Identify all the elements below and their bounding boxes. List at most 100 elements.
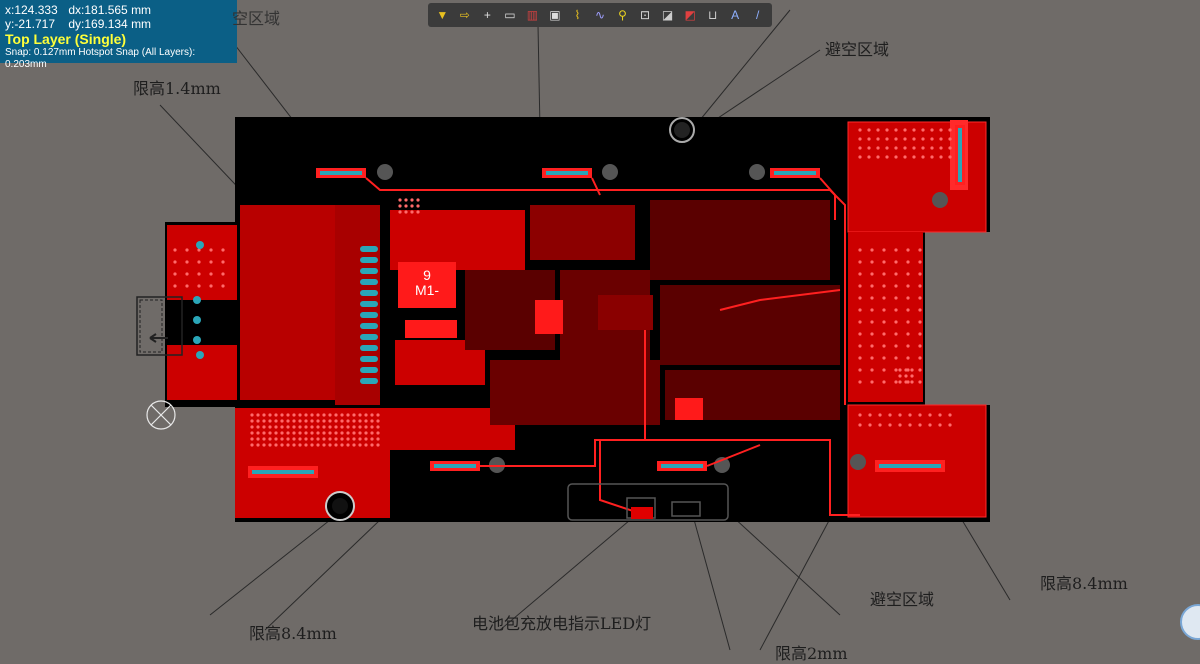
via [410, 198, 414, 202]
via [867, 146, 871, 150]
via [410, 210, 414, 214]
via [948, 128, 952, 132]
via [173, 284, 177, 288]
component-tool-button[interactable]: ▣ [545, 5, 566, 25]
via-tool-button[interactable]: ⊡ [635, 5, 656, 25]
bar-chart-tool-button[interactable]: ▥ [522, 5, 543, 25]
via [292, 419, 296, 423]
via [358, 419, 362, 423]
connector-pin [360, 246, 378, 252]
via [894, 260, 898, 264]
charge-connector [136, 296, 183, 356]
via [948, 137, 952, 141]
crosshair-tool-button[interactable]: + [477, 5, 498, 25]
via [878, 413, 882, 417]
via [328, 413, 332, 417]
via [948, 423, 952, 427]
via [274, 443, 278, 447]
via [304, 431, 308, 435]
via [173, 260, 177, 264]
via [930, 128, 934, 132]
via [316, 425, 320, 429]
via [364, 413, 368, 417]
via [346, 437, 350, 441]
via [404, 198, 408, 202]
via [364, 437, 368, 441]
power-pad [193, 336, 201, 344]
select-rect-tool-button[interactable]: ▭ [500, 5, 521, 25]
via [274, 413, 278, 417]
via [898, 413, 902, 417]
interactive-route-icon: ∿ [594, 8, 606, 22]
via [928, 423, 932, 427]
via [370, 419, 374, 423]
via [286, 419, 290, 423]
via [903, 137, 907, 141]
via [185, 260, 189, 264]
via [416, 204, 420, 208]
pad-grid [173, 128, 952, 447]
via [918, 284, 922, 288]
interactive-route-tool-button[interactable]: ∿ [590, 5, 611, 25]
pin-tool-button[interactable]: ⚲ [612, 5, 633, 25]
via [868, 413, 872, 417]
current-layer: Top Layer (Single) [5, 31, 127, 47]
via [858, 137, 862, 141]
via [364, 425, 368, 429]
via-icon: ⊡ [640, 8, 651, 22]
via [904, 368, 908, 372]
polygon-tool-button[interactable]: ◪ [657, 5, 678, 25]
copper-left [167, 205, 525, 518]
text-tool-button[interactable]: A [725, 5, 746, 25]
via [939, 155, 943, 159]
via [185, 284, 189, 288]
region-tool-button[interactable]: ◩ [680, 5, 701, 25]
line-tool-button[interactable]: / [747, 5, 768, 25]
via [364, 419, 368, 423]
via [340, 443, 344, 447]
dimension-icon: ⊔ [707, 8, 718, 22]
via [894, 368, 898, 372]
filter-tool-button[interactable]: ▼ [432, 5, 453, 25]
via [209, 272, 213, 276]
via [867, 128, 871, 132]
via [918, 356, 922, 360]
mounting-holes [325, 117, 695, 521]
origin-marker [146, 400, 176, 430]
via [221, 260, 225, 264]
route-tool-button[interactable]: ⇨ [455, 5, 476, 25]
connector-pin [360, 279, 378, 285]
via [910, 374, 914, 378]
via [334, 443, 338, 447]
hud-x: x:124.333 [5, 3, 58, 17]
copper-right [847, 120, 987, 518]
via [328, 437, 332, 441]
via [882, 308, 886, 312]
via [870, 284, 874, 288]
via [894, 380, 898, 384]
connector-pin [360, 378, 378, 384]
dimension-tool-button[interactable]: ⊔ [702, 5, 723, 25]
via [876, 128, 880, 132]
net-tool-button[interactable]: ⌇ [567, 5, 588, 25]
via [906, 272, 910, 276]
via [858, 284, 862, 288]
via [938, 423, 942, 427]
via [898, 380, 902, 384]
via [868, 423, 872, 427]
via [858, 128, 862, 132]
via [298, 425, 302, 429]
via [918, 332, 922, 336]
via [274, 431, 278, 435]
via [262, 425, 266, 429]
via [906, 344, 910, 348]
via [870, 308, 874, 312]
via [858, 260, 862, 264]
via [894, 344, 898, 348]
via [352, 413, 356, 417]
via [334, 425, 338, 429]
via [948, 413, 952, 417]
via [274, 419, 278, 423]
via [292, 431, 296, 435]
